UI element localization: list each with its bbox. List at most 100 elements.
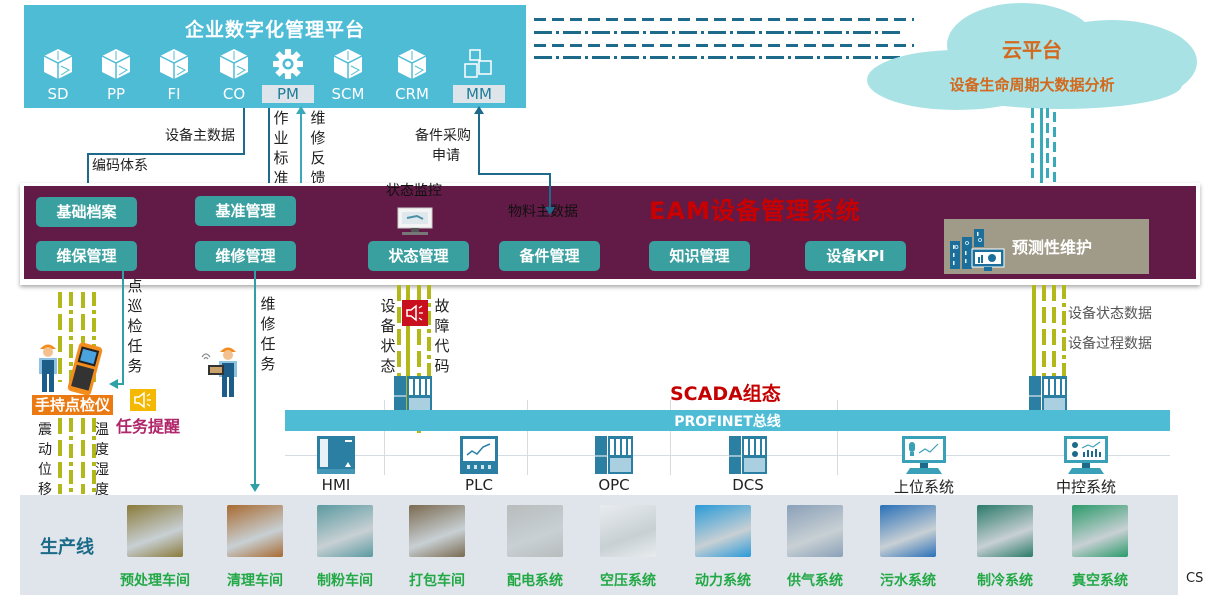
production-line-title: 生产线 [40,537,94,558]
status-monitor-label: 状态监控 [386,183,442,199]
equipment-photo-icon [507,505,563,557]
device-plc[interactable]: PLC [434,436,524,494]
production-item[interactable]: 空压系统 [583,505,673,590]
cube-icon [159,49,189,79]
cube-icon [101,49,131,79]
predictive-analytics-icon [950,229,1005,271]
module-label: SD [47,85,69,103]
module-co[interactable]: CO [204,47,264,105]
profinet-bus-label: PROFINET总线 [674,414,781,430]
signal-line [69,418,73,494]
signal-line [58,292,62,382]
network-link-line [534,56,904,59]
equipment-photo-icon [695,505,751,557]
cloud-title: 云平台 [1002,38,1062,62]
production-item[interactable]: 清理车间 [210,505,300,590]
arrow-down-icon [545,207,555,215]
signal-line [81,418,85,494]
flow-label-coding-system: 编码体系 [92,158,148,174]
module-label: PP [106,85,126,103]
device-opc[interactable]: OPC [569,436,659,494]
production-item[interactable]: 制粉车间 [300,505,390,590]
device-label: HMI [321,476,351,494]
eam-button-knowledge-management[interactable]: 知识管理 [649,241,750,271]
production-item[interactable]: 供气系统 [770,505,860,590]
production-item[interactable]: 预处理车间 [110,505,200,590]
equipment-status-data-label: 设备状态数据 [1068,306,1152,322]
eam-button-basic-archive[interactable]: 基础档案 [36,197,137,227]
signal-line [1052,285,1056,425]
eam-button-maintenance-management[interactable]: 维保管理 [36,241,137,271]
eam-button-equipment-kpi[interactable]: 设备KPI [805,241,906,271]
signal-line [397,285,401,405]
module-label: CO [222,85,246,103]
equipment-photo-icon [1072,505,1128,557]
device-label: PLC [465,476,493,494]
production-item[interactable]: 污水系统 [863,505,953,590]
signal-line [81,292,85,382]
cloud-subtitle: 设备生命周期大数据分析 [949,76,1115,94]
production-item-label: 动力系统 [695,573,751,589]
module-mm[interactable]: MM [446,47,512,105]
module-pp[interactable]: PP [86,47,146,105]
module-label: PM [262,85,314,103]
alarm-speaker-icon [402,300,428,326]
eam-button-repair-management[interactable]: 维修管理 [195,241,296,271]
network-link-line [534,44,914,47]
production-item-label: 制粉车间 [317,573,373,589]
equipment-photo-icon [317,505,373,557]
io-module-icon [394,376,432,414]
device-central-control[interactable]: 中控系统 [1041,436,1131,497]
eam-button-standard-management[interactable]: 基准管理 [195,196,296,226]
scada-title: SCADA组态 [670,383,781,405]
signal-line [406,285,410,410]
platform-title: 企业数字化管理平台 [184,19,365,41]
module-pm[interactable]: PM [252,47,324,105]
module-sd[interactable]: SD [28,47,88,105]
arrow-left-icon [109,379,118,389]
eam-button-status-management[interactable]: 状态管理 [368,241,469,271]
worker-icon [39,344,57,392]
signal-line [58,418,62,494]
predictive-maintenance-label: 预测性维护 [1012,238,1093,257]
grid-line [384,400,385,475]
module-label: MM [453,85,505,103]
cube-icon [43,49,73,79]
module-scm[interactable]: SCM [318,47,378,105]
production-item[interactable]: 动力系统 [678,505,768,590]
handheld-device-icon [67,342,103,396]
hmi-panel-icon [317,436,355,474]
predictive-maintenance-panel[interactable]: 预测性维护 [944,219,1149,274]
device-hmi[interactable]: HMI [291,436,381,494]
flow-label-equipment-status: 设备状态 [380,297,396,375]
profinet-bus: PROFINET总线 [285,410,1170,431]
module-crm[interactable]: CRM [382,47,442,105]
production-item-label: 供气系统 [787,573,843,589]
signal-line [427,285,431,390]
equipment-photo-icon [127,505,183,557]
plc-screen-icon [460,436,498,474]
vibration-label: 震动位移 [38,422,52,498]
signal-line [1032,285,1036,385]
module-fi[interactable]: FI [144,47,204,105]
production-item[interactable]: 配电系统 [490,505,580,590]
arrow-down-icon [250,484,260,492]
module-label: CRM [395,85,429,103]
cloud-link-line [1053,112,1056,184]
flow-line [478,173,550,175]
production-item-label: 打包车间 [409,573,465,589]
io-module-icon [1029,376,1067,414]
flow-line [478,112,480,174]
device-upper-system[interactable]: 上位系统 [879,436,969,497]
eam-title: EAM设备管理系统 [649,197,861,225]
device-label: OPC [598,476,630,494]
production-item[interactable]: 真空系统 [1055,505,1145,590]
eam-button-spare-management[interactable]: 备件管理 [499,241,600,271]
production-item[interactable]: 制冷系统 [960,505,1050,590]
material-master-data-label: 物料主数据 [508,204,578,220]
production-item-label: 污水系统 [880,573,936,589]
cloud-platform[interactable]: 云平台 设备生命周期大数据分析 [862,0,1202,112]
cloud-icon [867,3,1197,110]
device-dcs[interactable]: DCS [703,436,793,494]
production-item[interactable]: 打包车间 [392,505,482,590]
